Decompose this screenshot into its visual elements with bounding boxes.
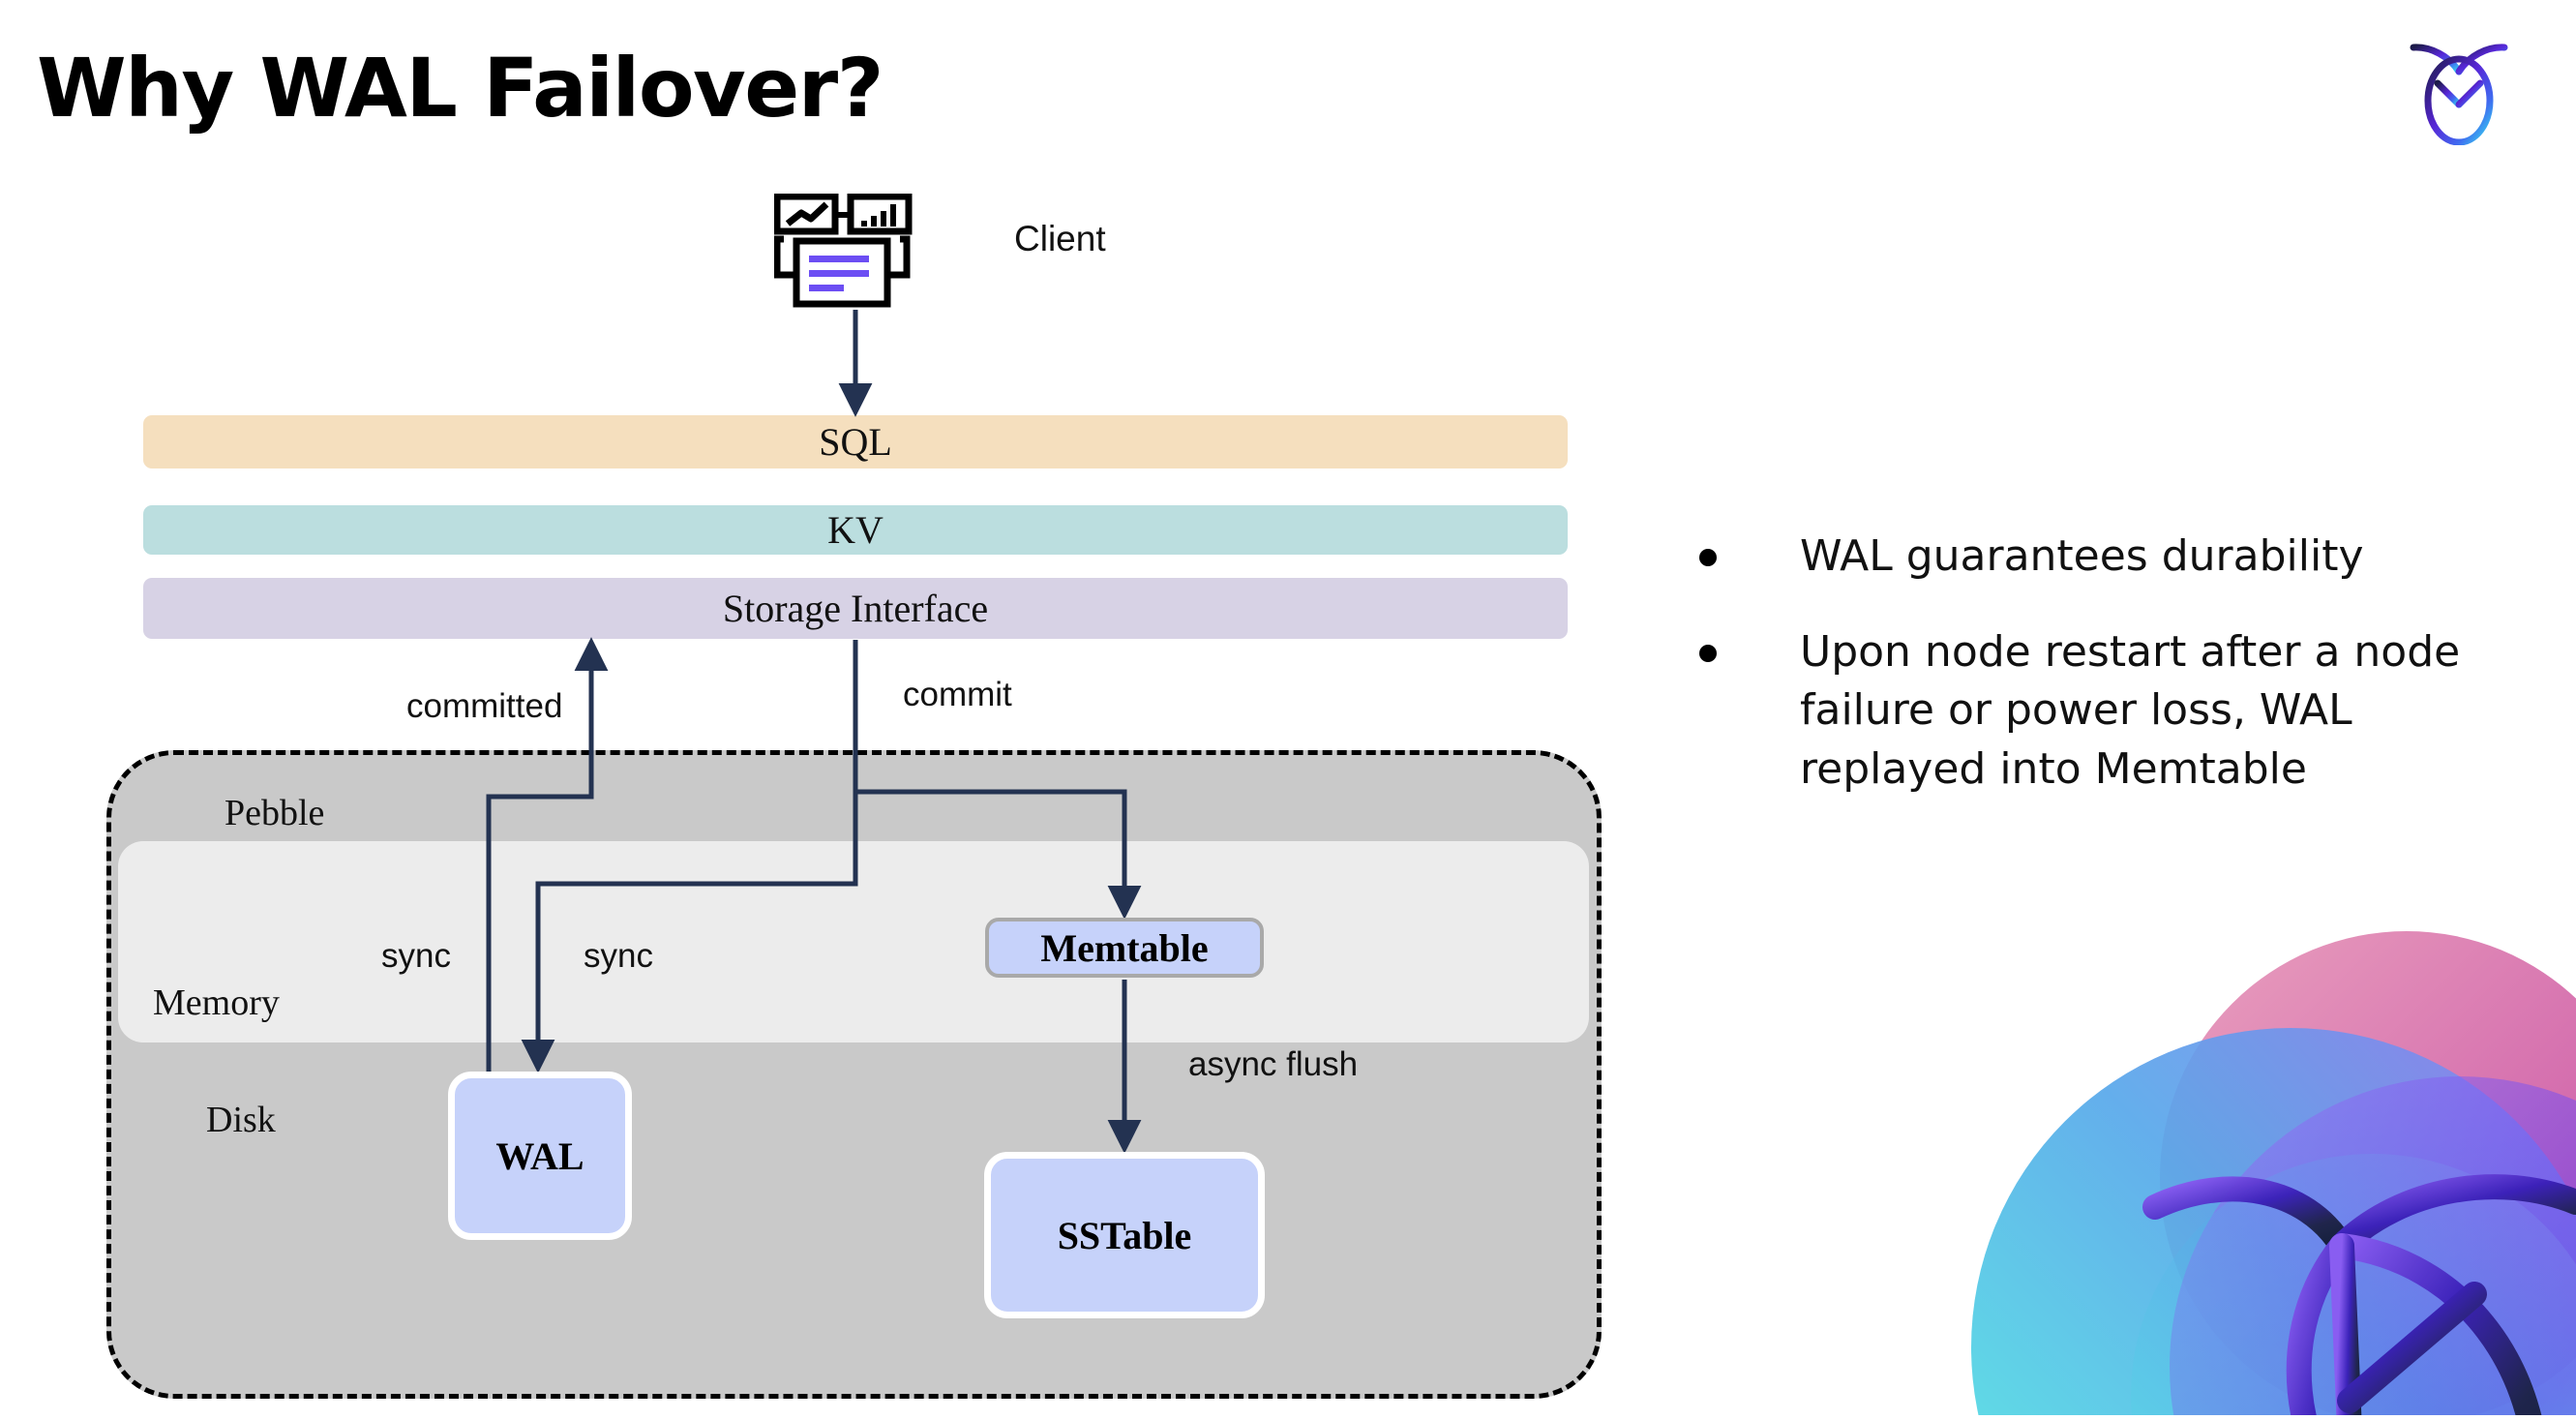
layer-bar-storage-interface: Storage Interface (143, 578, 1568, 639)
client-dashboard-icon (773, 193, 929, 310)
node-wal: WAL (448, 1072, 632, 1240)
edge-label-sync-right: sync (584, 937, 653, 975)
page-title: Why WAL Failover? (37, 41, 884, 136)
layer-bar-sql-label: SQL (819, 420, 892, 464)
layer-bar-kv-label: KV (827, 508, 884, 552)
bullet-dot-icon (1699, 549, 1717, 566)
node-memtable: Memtable (985, 918, 1264, 978)
edge-label-async-flush: async flush (1188, 1045, 1359, 1083)
layer-bar-sql: SQL (143, 415, 1568, 468)
layer-bar-kv: KV (143, 505, 1568, 555)
edge-label-committed: committed (406, 687, 563, 725)
cockroachdb-logo-icon (2406, 33, 2512, 146)
client-label: Client (1014, 219, 1106, 258)
memory-label: Memory (153, 982, 280, 1023)
bullet-list: WAL guarantees durability Upon node rest… (1699, 528, 2522, 836)
node-wal-label: WAL (495, 1133, 584, 1178)
memory-region (118, 841, 1589, 1042)
edge-label-commit: commit (903, 676, 1012, 713)
list-item: Upon node restart after a node failure o… (1699, 623, 2522, 800)
list-item: WAL guarantees durability (1699, 528, 2522, 587)
node-memtable-label: Memtable (1040, 925, 1209, 970)
cockroachdb-circles-decoration (1918, 912, 2576, 1420)
node-sstable-label: SSTable (1057, 1213, 1192, 1257)
edge-label-sync-left: sync (381, 937, 451, 975)
bullet-dot-icon (1699, 644, 1717, 662)
pebble-label: Pebble (225, 793, 325, 833)
bullet-text: Upon node restart after a node failure o… (1800, 626, 2461, 795)
disk-label: Disk (206, 1100, 276, 1140)
layer-bar-storage-interface-label: Storage Interface (722, 587, 989, 630)
bullet-text: WAL guarantees durability (1800, 531, 2364, 581)
node-sstable: SSTable (984, 1152, 1265, 1318)
